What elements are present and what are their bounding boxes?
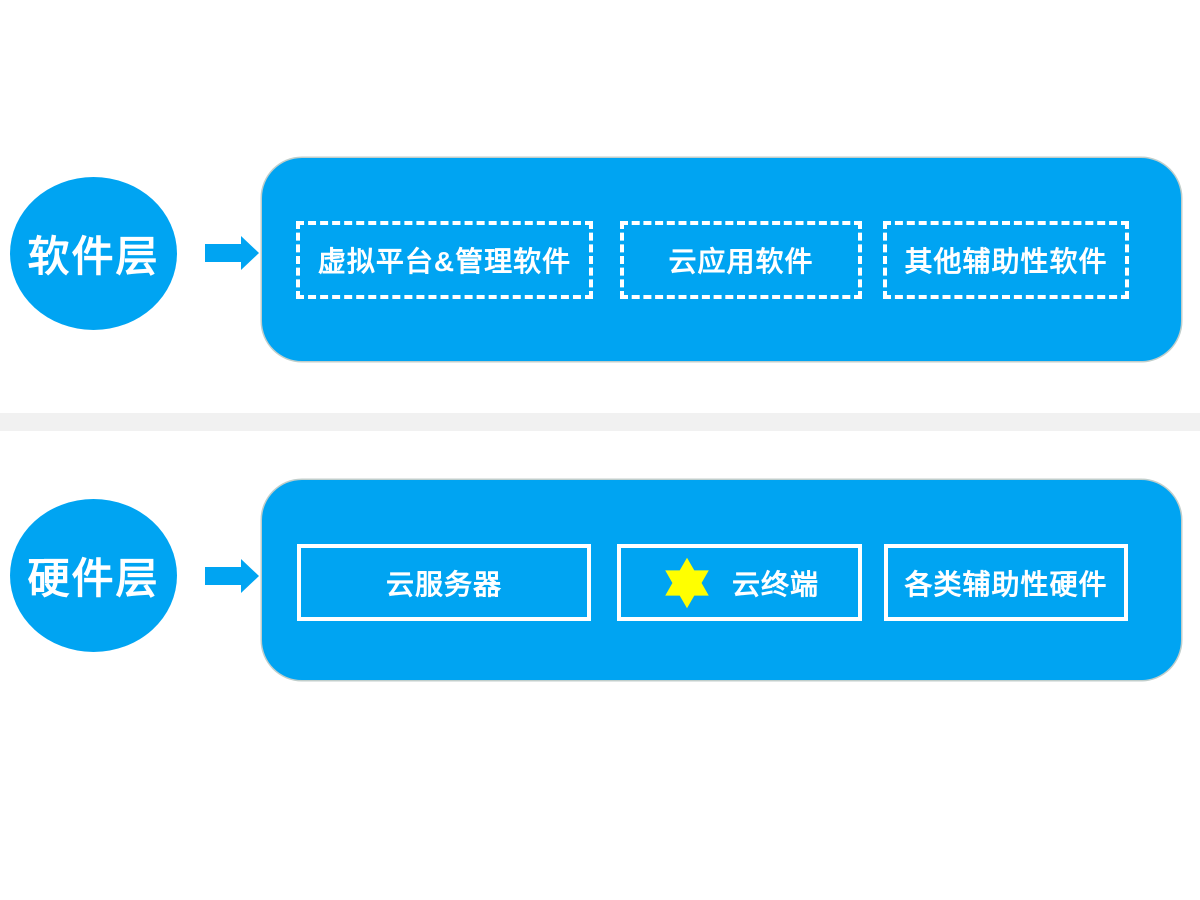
hardware-layer-circle: 硬件层	[10, 499, 177, 652]
hardware-item-label: 云终端	[731, 568, 819, 600]
software-item-label: 其他辅助性软件	[904, 246, 1108, 277]
software-item-cloud-apps: 云应用软件	[620, 221, 862, 299]
software-layer-label: 软件层	[27, 233, 160, 280]
software-item-other-software: 其他辅助性软件	[883, 221, 1129, 299]
arrow-head	[241, 236, 259, 270]
arrow-head	[241, 559, 259, 593]
hardware-item-cloud-server: 云服务器	[297, 544, 591, 621]
hardware-item-other-hardware: 各类辅助性硬件	[884, 544, 1128, 621]
right-arrow-icon	[205, 559, 259, 593]
starred-item-content: 云终端	[660, 555, 819, 611]
hardware-layer-panel: 云服务器 云终端 各类辅助性硬件	[262, 480, 1181, 680]
section-divider	[0, 413, 1200, 431]
hardware-item-label: 云服务器	[385, 568, 502, 600]
hardware-layer-label: 硬件层	[27, 555, 160, 602]
software-item-label: 云应用软件	[668, 246, 814, 277]
arrow-shaft	[205, 567, 242, 585]
right-arrow-icon	[205, 236, 259, 270]
software-item-label: 虚拟平台&管理软件	[317, 246, 572, 277]
arrow-shaft	[205, 244, 242, 262]
software-layer-circle: 软件层	[10, 177, 177, 330]
six-pointed-star-icon	[660, 555, 714, 611]
hardware-item-label: 各类辅助性硬件	[904, 568, 1108, 600]
software-layer-panel: 虚拟平台&管理软件 云应用软件 其他辅助性软件	[262, 158, 1181, 361]
software-item-virtual-platform: 虚拟平台&管理软件	[296, 221, 593, 299]
hardware-item-cloud-terminal: 云终端	[617, 544, 862, 621]
